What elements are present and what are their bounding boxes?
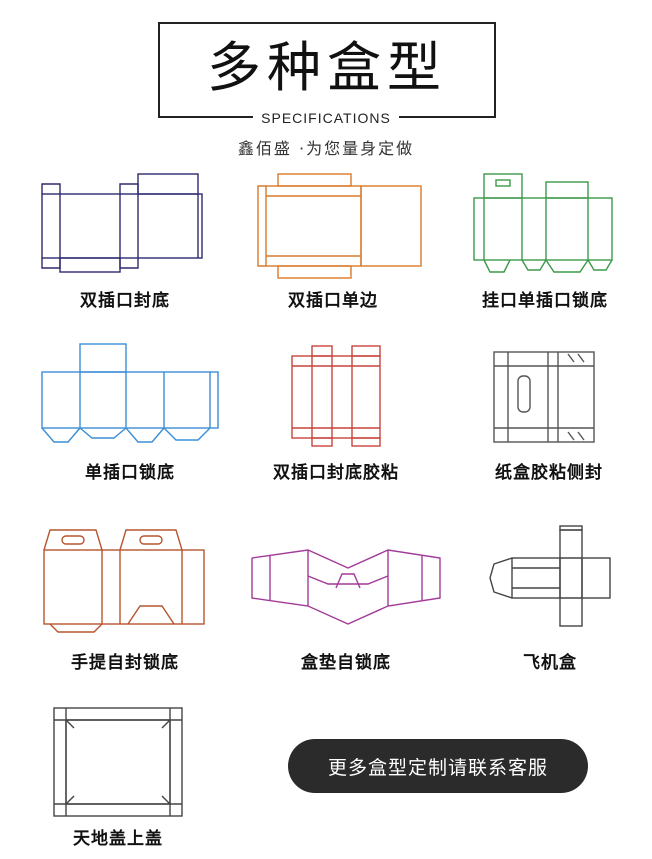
box-type-handle-self-lock: 手提自封锁底 — [40, 528, 210, 673]
dieline-icon — [41, 343, 219, 443]
dieline-icon — [53, 707, 183, 817]
box-label: 纸盒胶粘侧封 — [495, 463, 603, 483]
box-label: 单插口锁底 — [85, 463, 175, 483]
specifications-row: SPECIFICATIONS — [0, 108, 652, 127]
box-label: 手提自封锁底 — [71, 653, 179, 673]
box-label: 飞机盒 — [523, 653, 577, 673]
box-type-mailer-box: 飞机盒 — [486, 525, 614, 673]
box-type-glued-side-seal: 纸盒胶粘侧封 — [484, 346, 614, 486]
specifications-label: SPECIFICATIONS — [253, 110, 399, 126]
page-title: 多种盒型 — [207, 35, 447, 99]
box-type-tuck-lock-bottom: 单插口锁底 — [40, 343, 220, 486]
dieline-icon — [291, 345, 381, 447]
box-label: 盒垫自锁底 — [301, 653, 391, 673]
box-label: 双插口封底 — [80, 291, 170, 311]
dieline-icon — [251, 549, 441, 625]
box-label: 双插口单边 — [288, 291, 378, 311]
dieline-icon — [43, 529, 205, 633]
brand-subtitle: 鑫佰盛 ·为您量身定做 — [237, 139, 415, 158]
dieline-icon — [257, 173, 422, 279]
box-label: 天地盖上盖 — [73, 829, 163, 849]
dieline-icon — [41, 173, 203, 273]
box-type-hanging-tuck-lock-bottom: 挂口单插口锁底 — [470, 173, 620, 316]
title-frame: 多种盒型 — [158, 22, 496, 118]
box-type-lid-and-base: 天地盖上盖 — [48, 704, 188, 852]
dieline-icon — [489, 525, 611, 627]
dieline-icon — [493, 351, 595, 443]
contact-service-button[interactable]: 更多盒型定制请联系客服 — [288, 739, 588, 793]
box-type-double-tuck-glued: 双插口封底胶粘 — [266, 345, 406, 486]
box-type-double-tuck-single-side: 双插口单边 — [248, 173, 422, 316]
box-label: 双插口封底胶粘 — [273, 463, 399, 483]
dieline-icon — [473, 173, 613, 273]
box-type-pad-self-lock: 盒垫自锁底 — [248, 528, 444, 673]
box-type-double-tuck-sealed-bottom: 双插口封底 — [40, 173, 210, 316]
box-label: 挂口单插口锁底 — [482, 291, 608, 311]
